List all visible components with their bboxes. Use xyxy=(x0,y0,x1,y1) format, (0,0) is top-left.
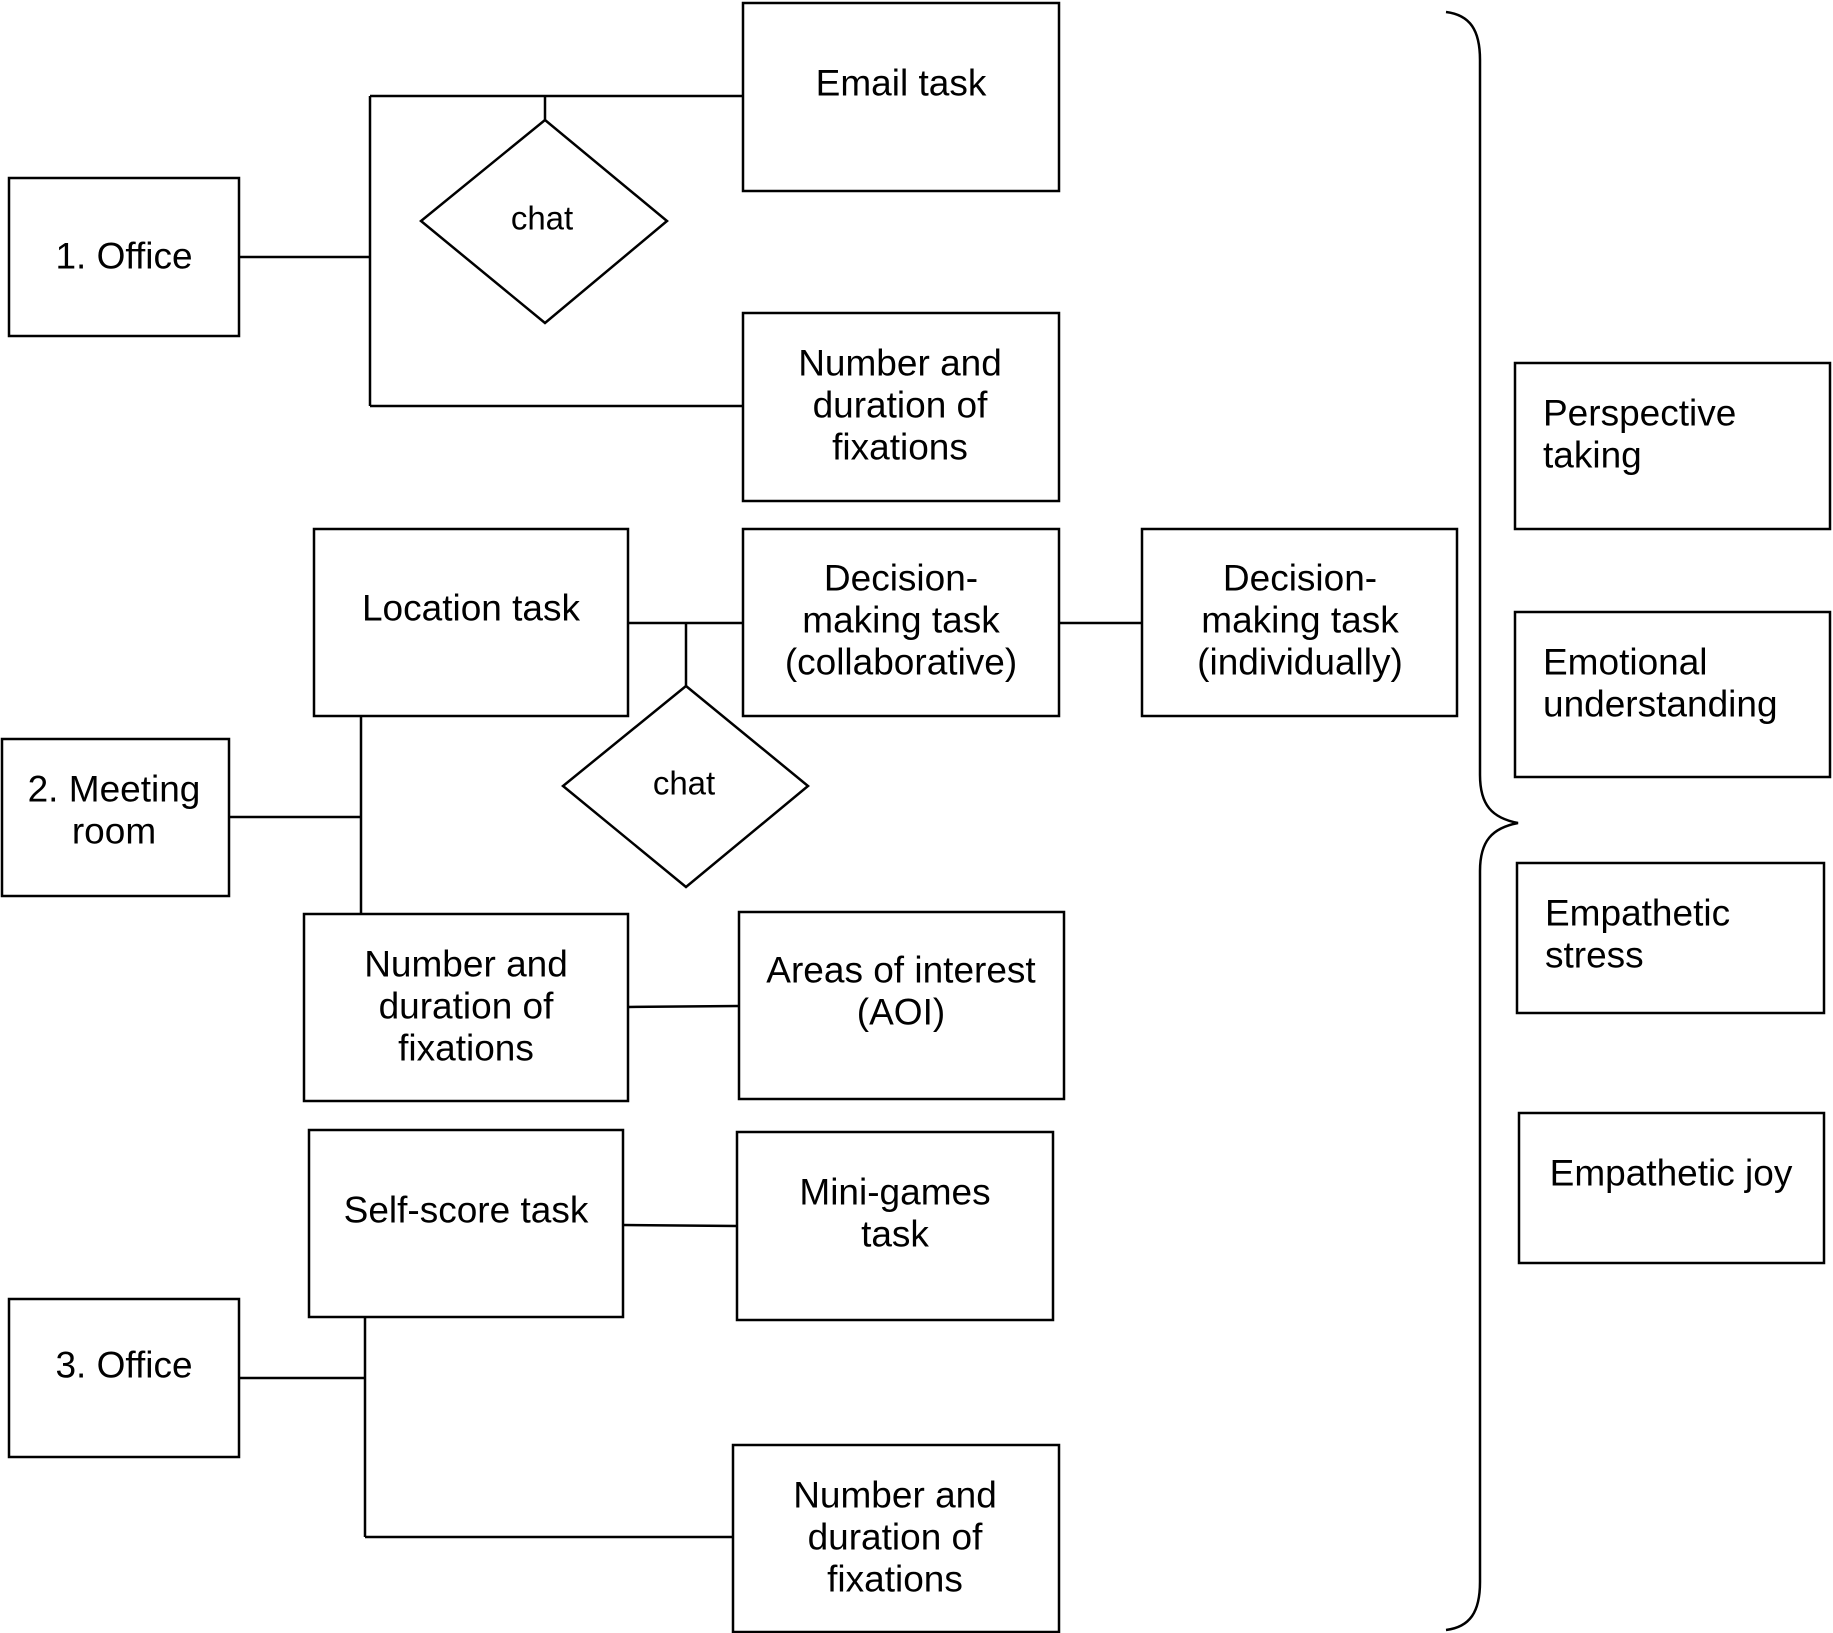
svg-text:Empathetic joy: Empathetic joy xyxy=(1550,1153,1793,1194)
perspective-taking-box: Perspective taking xyxy=(1513,361,1832,531)
office1-box: 1. Office xyxy=(7,176,241,338)
svg-text:stress: stress xyxy=(1545,935,1644,976)
svg-text:taking: taking xyxy=(1543,435,1642,476)
svg-text:1. Office: 1. Office xyxy=(55,236,192,277)
meeting-room-box: 2. Meeting room xyxy=(0,737,231,898)
svg-text:chat: chat xyxy=(653,765,715,802)
svg-text:fixations: fixations xyxy=(832,427,968,468)
svg-text:fixations: fixations xyxy=(827,1559,963,1600)
svg-text:task: task xyxy=(861,1214,929,1255)
svg-text:2. Meeting: 2. Meeting xyxy=(28,769,201,810)
emotional-understanding-box: Emotional understanding xyxy=(1513,610,1832,779)
svg-text:(individually): (individually) xyxy=(1197,642,1403,683)
svg-text:Emotional: Emotional xyxy=(1543,642,1708,683)
svg-text:fixations: fixations xyxy=(398,1028,534,1069)
mini-games-task-box: Mini-games task xyxy=(735,1130,1055,1322)
svg-text:chat: chat xyxy=(511,200,573,237)
self-score-task-box: Self-score task xyxy=(307,1128,625,1319)
svg-text:understanding: understanding xyxy=(1543,684,1778,725)
empathetic-joy-box: Empathetic joy xyxy=(1517,1111,1826,1265)
svg-text:making task: making task xyxy=(1201,600,1399,641)
chat-diamond-1: chat xyxy=(419,118,669,325)
svg-text:Decision-: Decision- xyxy=(824,558,978,599)
aoi-box: Areas of interest (AOI) xyxy=(737,910,1066,1101)
connectors-office1 xyxy=(239,94,743,408)
svg-text:room: room xyxy=(72,811,156,852)
chat-diamond-2: chat xyxy=(561,684,810,889)
svg-text:Location task: Location task xyxy=(362,588,581,629)
location-task-box: Location task xyxy=(312,527,630,718)
curly-brace xyxy=(1445,10,1519,1632)
svg-text:Number and: Number and xyxy=(364,944,568,985)
fixations-box-3: Number and duration of fixations xyxy=(731,1443,1061,1633)
svg-text:Mini-games: Mini-games xyxy=(799,1172,990,1213)
decision-individually-box: Decision- making task (individually) xyxy=(1140,527,1459,718)
svg-text:(collaborative): (collaborative) xyxy=(785,642,1017,683)
svg-text:duration of: duration of xyxy=(813,385,989,426)
svg-text:Number and: Number and xyxy=(793,1475,997,1516)
svg-text:making task: making task xyxy=(802,600,1000,641)
decision-collaborative-box: Decision- making task (collaborative) xyxy=(741,527,1061,718)
svg-text:Perspective: Perspective xyxy=(1543,393,1736,434)
svg-text:duration of: duration of xyxy=(379,986,555,1027)
fixations-box-1: Number and duration of fixations xyxy=(741,311,1061,503)
svg-text:Email task: Email task xyxy=(816,63,987,104)
svg-text:(AOI): (AOI) xyxy=(857,992,945,1033)
email-task-box: Email task xyxy=(741,1,1061,193)
svg-text:3. Office: 3. Office xyxy=(55,1345,192,1386)
fixations-box-2: Number and duration of fixations xyxy=(302,912,630,1103)
office3-box: 3. Office xyxy=(7,1297,241,1459)
svg-text:Number and: Number and xyxy=(798,343,1002,384)
svg-text:Areas of interest: Areas of interest xyxy=(766,950,1036,991)
svg-text:duration of: duration of xyxy=(808,1517,984,1558)
svg-text:Empathetic: Empathetic xyxy=(1545,893,1730,934)
svg-text:Decision-: Decision- xyxy=(1223,558,1377,599)
empathetic-stress-box: Empathetic stress xyxy=(1515,861,1826,1015)
svg-text:Self-score task: Self-score task xyxy=(344,1190,589,1231)
